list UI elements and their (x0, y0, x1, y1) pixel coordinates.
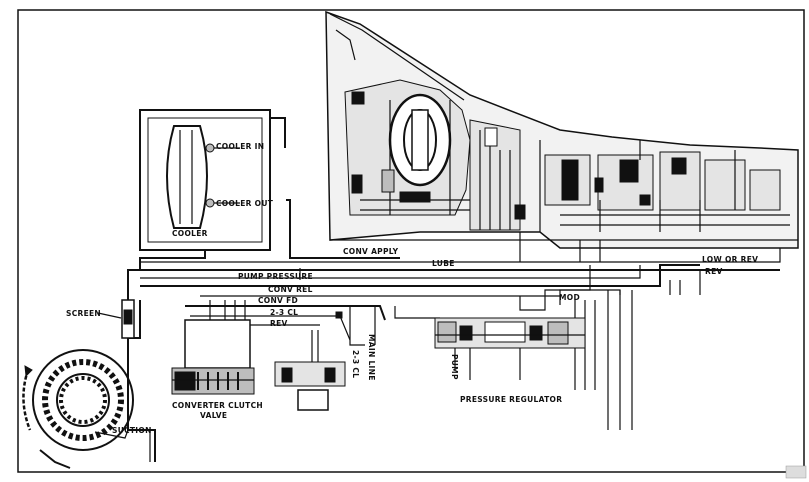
converter-clutch-valve (171, 319, 255, 395)
label-pump-vertical: PUMP (450, 354, 459, 380)
label-pump-pressure: PUMP PRESSURE (238, 272, 313, 281)
label-cooler: COOLER (172, 229, 208, 238)
two-three-clutch-valve (274, 311, 346, 411)
label-lube: LUBE (432, 259, 455, 268)
label-rev-right: REV (705, 267, 723, 276)
label-cooler-in: COOLER IN (216, 142, 264, 151)
label-rev-left: REV (270, 319, 288, 328)
label-screen: SCREEN (66, 309, 101, 318)
label-conv-apply: CONV APPLY (343, 247, 399, 256)
label-suction: SUCTION (112, 426, 152, 435)
label-pressure-regulator: PRESSURE REGULATOR (460, 395, 562, 404)
label-conv-fd: CONV FD (258, 296, 298, 305)
label-mod: MOD (559, 293, 580, 302)
clutch-packs (539, 140, 790, 232)
diagram-frame (17, 9, 807, 479)
label-cooler-out: COOLER OUT (216, 199, 274, 208)
label-main-line-vertical: MAIN LINE (367, 334, 376, 381)
screen-filter (97, 299, 135, 339)
label-2-3-cl: 2-3 CL (270, 308, 298, 317)
torque-converter (344, 79, 471, 216)
pressure-regulator-valve (434, 317, 586, 380)
label-converter-clutch: CONVERTER CLUTCH (172, 401, 263, 410)
label-2-3-cl-vertical: 2-3 CL (351, 350, 360, 378)
label-low-or-rev: LOW OR REV (702, 255, 758, 264)
label-converter-clutch-valve: VALVE (200, 411, 227, 420)
transmission-case (325, 10, 799, 249)
oil-pump-section (469, 119, 526, 231)
label-conv-rel: CONV REL (268, 285, 313, 294)
pump-gears (22, 349, 134, 469)
